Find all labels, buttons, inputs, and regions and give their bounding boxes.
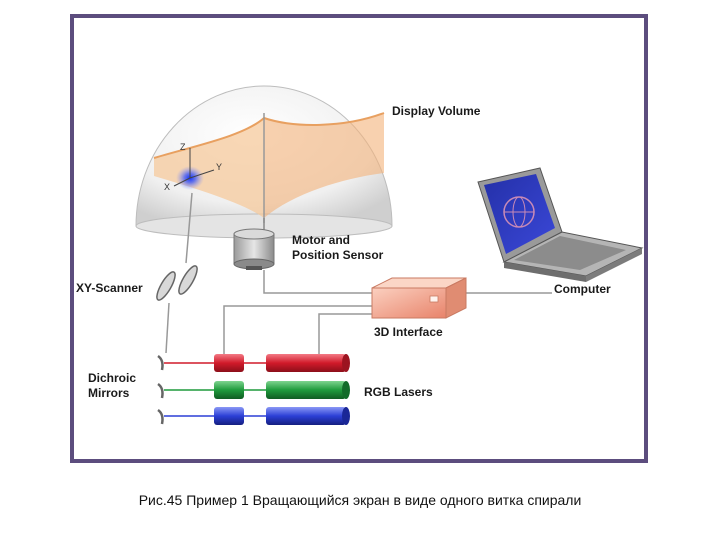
xy-scanner-label: XY-Scanner: [76, 281, 143, 295]
axis-y-label: Y: [216, 162, 222, 172]
motor-label-line2: Position Sensor: [292, 248, 384, 262]
laptop-icon: [477, 167, 644, 282]
computer-label: Computer: [554, 282, 611, 296]
spiral-screen-icon: [153, 112, 385, 223]
axis-x-label: X: [164, 182, 170, 192]
interface-label: 3D Interface: [374, 325, 443, 339]
rgb-lasers-label: RGB Lasers: [364, 385, 433, 399]
volumetric-display-diagram: Z Y X Display Volume Motor and Position …: [76, 85, 644, 425]
dichroic-label-line1: Dichroic: [88, 371, 136, 385]
green-laser-icon: [214, 381, 350, 399]
axes-icon: Z Y X: [164, 142, 222, 192]
laser-beams: [164, 362, 214, 417]
mirror-icon: [157, 354, 164, 425]
red-laser-icon: [214, 354, 350, 372]
blue-laser-icon: [214, 407, 350, 425]
figure-caption: Рис.45 Пример 1 Вращающийся экран в виде…: [138, 492, 582, 508]
interface-box-icon: [371, 277, 467, 319]
signal-lines: [165, 270, 552, 363]
motor-label-line1: Motor and: [292, 233, 350, 247]
axis-z-label: Z: [180, 142, 186, 152]
display-volume-label: Display Volume: [392, 104, 481, 118]
xy-scanner-icon: [156, 265, 198, 301]
dichroic-label-line2: Mirrors: [88, 386, 130, 400]
motor-cylinder-icon: [233, 228, 275, 270]
diagram-frame: Z Y X Display Volume Motor and Position …: [70, 14, 648, 463]
